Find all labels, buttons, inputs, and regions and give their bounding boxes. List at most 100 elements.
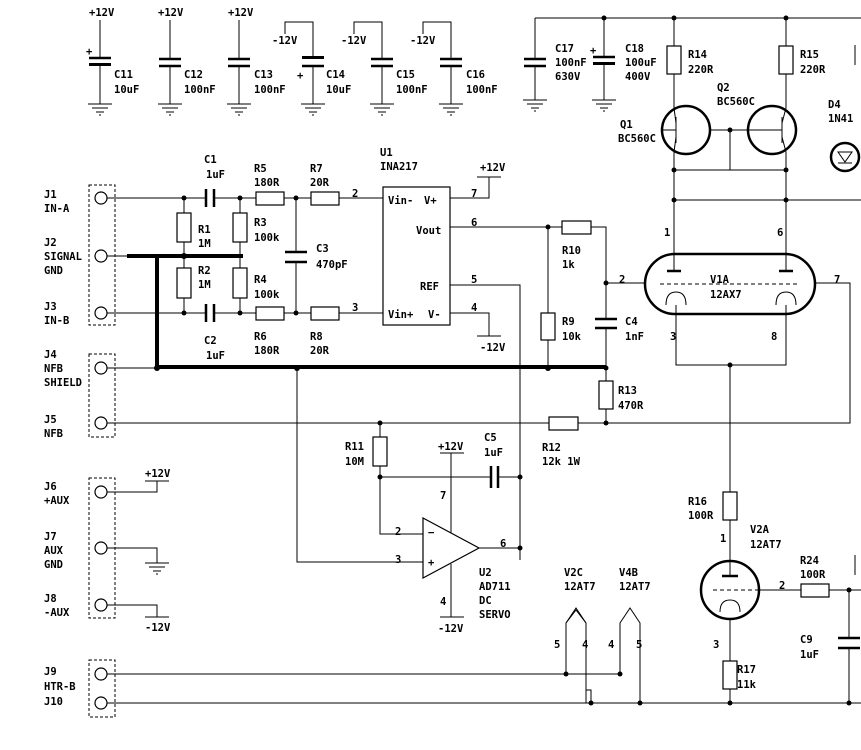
u1-pin-vout: Vout [416,225,441,237]
u1-pin-vminus: V- [428,309,441,321]
v1a-part: 12AX7 [710,289,742,301]
j2-ref: J2 [44,237,57,249]
c15-value: 100nF [396,84,428,96]
c18-voltage: 400V [625,71,651,83]
v2-pin-2: 2 [779,580,785,592]
c17-ref: C17 [555,43,574,55]
j5-ref: J5 [44,414,57,426]
r24-value: 100R [800,569,826,581]
r1-ref: R1 [198,224,211,236]
c16-value: 100nF [466,84,498,96]
heater-circuit: J9 HTR-B J10 V2C 12AT7 5 4 V4B 12AT7 4 5 [44,567,861,718]
v2c-ref: V2C [564,567,583,579]
r4-ref: R4 [254,274,267,286]
r7-ref: R7 [310,163,323,175]
r1-value: 1M [198,238,211,250]
r13-value: 470R [618,400,644,412]
u1-pin-6: 6 [471,217,477,229]
cap-plus-mark: + [297,70,303,82]
q2-part: BC560C [717,96,755,108]
u1-pin-vin-minus: Vin- [388,195,413,207]
r11-ref: R11 [345,441,364,453]
u2-servo: SERVO [479,609,511,621]
r2-value: 1M [198,279,211,291]
supply-label: -12V [145,622,171,634]
c9-ref: C9 [800,634,813,646]
nfb-connector-block [88,353,116,438]
r3-ref: R3 [254,217,267,229]
u1-ina217: U1 INA217 Vin- V+ Vout REF Vin+ V- 7 +12… [380,147,607,560]
c14-ref: C14 [326,69,345,81]
r16-value: 100R [688,510,714,522]
r15-value: 220R [800,64,826,76]
supply-label: -12V [410,35,436,47]
q2-ref: Q2 [717,82,730,94]
u1-pin-7: 7 [471,188,477,200]
r15-ref: R15 [800,49,819,61]
r13-ref: R13 [618,385,637,397]
c11-ref: C11 [114,69,133,81]
d4-ref: D4 [828,99,841,111]
v2a-ref: V2A [750,524,770,536]
u1-pin-vplus: V+ [424,195,437,207]
supply-label: -12V [438,623,464,635]
heater-pin-5a: 5 [554,639,560,651]
supply-label: -12V [272,35,298,47]
u1-body [382,186,451,326]
c5-ref: C5 [484,432,497,444]
c15-ref: C15 [396,69,415,81]
supply-label: +12V [89,7,115,19]
c16-ref: C16 [466,69,485,81]
r10-ref: R10 [562,245,581,257]
v2c-part: 12AT7 [564,581,596,593]
c4-value: 1nF [625,331,644,343]
j2-name: SIGNAL [44,251,82,263]
r7-value: 20R [310,177,330,189]
cap-plus-mark: + [86,46,92,58]
u1-pin-ref: REF [420,281,439,293]
r9-ref: R9 [562,316,575,328]
nfb-network: R12 12k 1W R13 470R [107,380,644,468]
j7-name: AUX [44,545,64,557]
v1-pin-8: 8 [771,331,777,343]
c12-value: 100nF [184,84,216,96]
u2-minus-sign: − [428,527,434,539]
input-connectors: J1 IN-A J2 SIGNAL GND J3 IN-B J4 NFB SHI… [44,184,116,440]
v2-pin-3: 3 [713,639,719,651]
j1-name: IN-A [44,203,70,215]
cap-plus-mark: + [590,45,596,57]
j5-name: NFB [44,428,63,440]
c1-ref: C1 [204,154,217,166]
u1-pin-vin-plus: Vin+ [388,309,413,321]
j8-name: -AUX [44,607,70,619]
c2-ref: C2 [204,335,217,347]
v4b-part: 12AT7 [619,581,651,593]
j9-ref: J9 [44,666,57,678]
r3-value: 100k [254,232,280,244]
u2-pin-4: 4 [440,596,446,608]
r17-value: 11k [737,679,757,691]
u2-dc-servo: − + R11 10M C5 1uF 2 3 6 +12V 7 4 -12V U… [296,368,523,635]
c11-value: 10uF [114,84,139,96]
j7-ref: J7 [44,531,57,543]
input-connector-block [88,184,116,326]
v1a-tube: 1 6 V1A 12AX7 3 8 7 [578,200,851,492]
supply-label: +12V [480,162,506,174]
u2-pin-3: 3 [395,554,401,566]
u1-ref: U1 [380,147,393,159]
j1-ref: J1 [44,189,57,201]
r8-value: 20R [310,345,330,357]
j9-name: HTR-B [44,681,76,693]
supply-label: -12V [480,342,506,354]
r12-value: 12k 1W [542,456,581,468]
r4-value: 100k [254,289,280,301]
r6-value: 180R [254,345,280,357]
u1-pin-5: 5 [471,274,477,286]
r5-ref: R5 [254,163,267,175]
v1-pin-1: 1 [664,227,670,239]
u2-pin-6: 6 [500,538,506,550]
v1-pin-6: 6 [777,227,783,239]
u1-pin-2: 2 [352,188,358,200]
u2-plus-sign: + [428,557,434,569]
d4-part: 1N41 [828,113,853,125]
